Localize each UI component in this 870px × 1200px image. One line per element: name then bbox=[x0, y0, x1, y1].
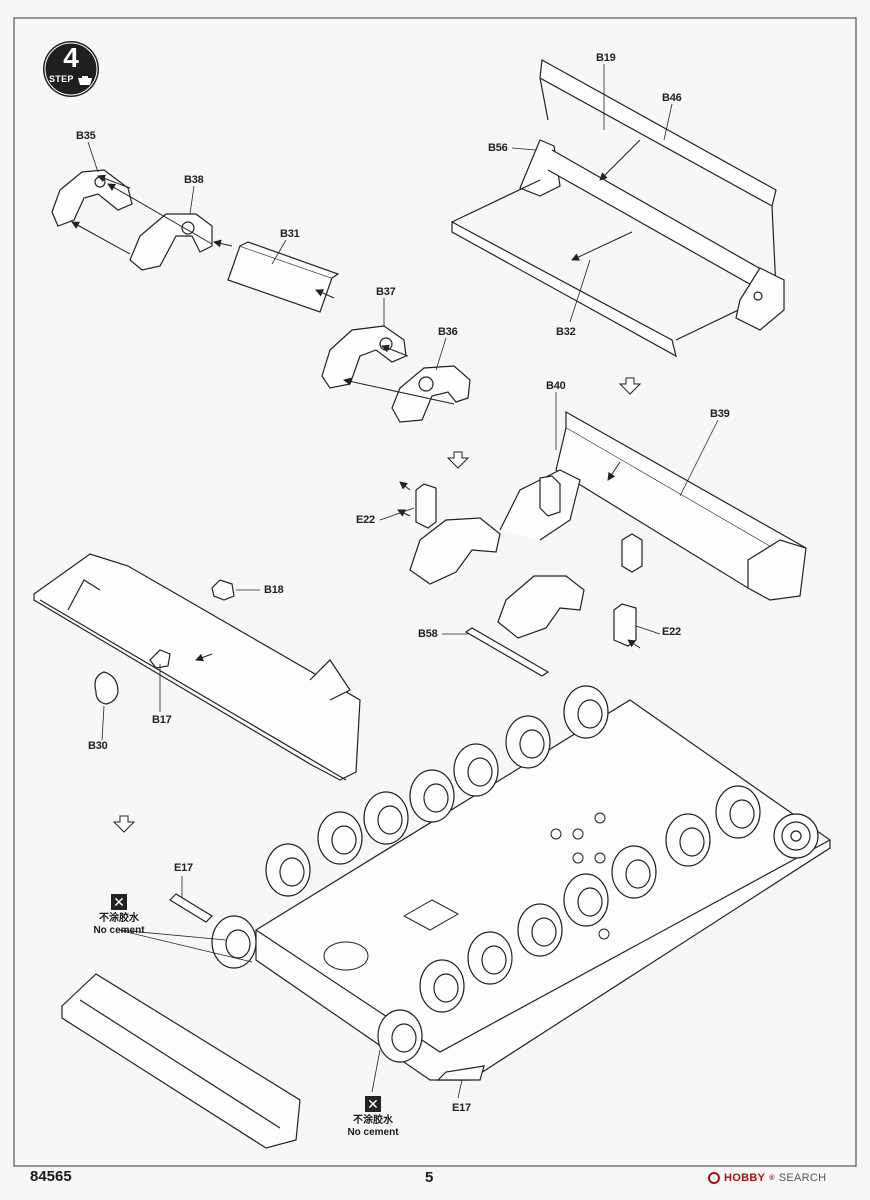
step-badge: 4 STEP bbox=[42, 40, 100, 98]
assembly-arrows bbox=[71, 139, 641, 662]
step-word: STEP bbox=[49, 74, 74, 84]
label-b56: B56 bbox=[488, 142, 508, 154]
label-b19: B19 bbox=[596, 52, 616, 64]
hull-hatch-square bbox=[402, 899, 460, 931]
label-b32: B32 bbox=[556, 326, 576, 338]
part-b17 bbox=[149, 649, 171, 669]
part-b36 bbox=[391, 365, 471, 423]
part-b30 bbox=[94, 671, 119, 705]
label-b58: B58 bbox=[418, 628, 438, 640]
watermark: HOBBY® SEARCH bbox=[708, 1172, 826, 1184]
part-e17-bottom bbox=[436, 1065, 485, 1081]
no-cement-english: No cement bbox=[93, 925, 145, 936]
label-b36: B36 bbox=[438, 326, 458, 338]
label-b38: B38 bbox=[184, 174, 204, 186]
part-b18 bbox=[211, 579, 235, 601]
label-b31: B31 bbox=[280, 228, 300, 240]
label-b39: B39 bbox=[710, 408, 730, 420]
label-b30: B30 bbox=[88, 740, 108, 752]
label-b18: B18 bbox=[264, 584, 284, 596]
drive-sprocket bbox=[773, 813, 819, 859]
part-e17-top bbox=[169, 893, 213, 923]
label-e22-left: E22 bbox=[356, 514, 375, 526]
part-b35 bbox=[51, 169, 133, 227]
part-b58 bbox=[464, 627, 550, 677]
no-cement-chinese: 不涂胶水 bbox=[353, 1115, 393, 1126]
part-e22-right bbox=[613, 603, 637, 647]
part-b32 bbox=[451, 220, 677, 358]
no-cement-chinese: 不涂胶水 bbox=[99, 913, 139, 924]
no-cement-english: No cement bbox=[347, 1127, 399, 1138]
watermark-suffix: SEARCH bbox=[778, 1172, 827, 1184]
label-b40: B40 bbox=[546, 380, 566, 392]
hobby-search-logo-icon bbox=[708, 1172, 720, 1184]
product-code: 84565 bbox=[30, 1168, 72, 1185]
label-b17: B17 bbox=[152, 714, 172, 726]
watermark-brand: HOBBY bbox=[724, 1172, 766, 1184]
sequence-arrows bbox=[112, 377, 642, 833]
label-b37: B37 bbox=[376, 286, 396, 298]
track-link-segment bbox=[61, 973, 301, 1149]
hull-hatch-round bbox=[323, 941, 369, 971]
cross-box-icon: ✕ bbox=[111, 894, 127, 910]
leader-lines bbox=[87, 64, 719, 1099]
watermark-reg: ® bbox=[769, 1174, 775, 1182]
label-e17-bottom: E17 bbox=[452, 1102, 471, 1114]
label-e17-top: E17 bbox=[174, 862, 193, 874]
no-cement-note-bottom: ✕ 不涂胶水 No cement bbox=[338, 1096, 408, 1139]
page-number: 5 bbox=[425, 1169, 434, 1186]
no-cement-note-left: ✕ 不涂胶水 No cement bbox=[84, 894, 154, 937]
part-b37 bbox=[321, 325, 407, 389]
label-b35: B35 bbox=[76, 130, 96, 142]
road-wheels-lower bbox=[211, 785, 761, 1063]
part-b40 bbox=[409, 517, 501, 585]
part-e22-left bbox=[415, 483, 437, 529]
road-wheels-upper bbox=[265, 685, 609, 897]
cross-box-icon: ✕ bbox=[365, 1096, 381, 1112]
label-e22-right: E22 bbox=[662, 626, 681, 638]
step-number: 4 bbox=[63, 42, 79, 73]
hull-side-plate bbox=[33, 553, 361, 781]
label-b46: B46 bbox=[662, 92, 682, 104]
page-border bbox=[13, 17, 857, 1167]
part-b38 bbox=[129, 213, 213, 271]
